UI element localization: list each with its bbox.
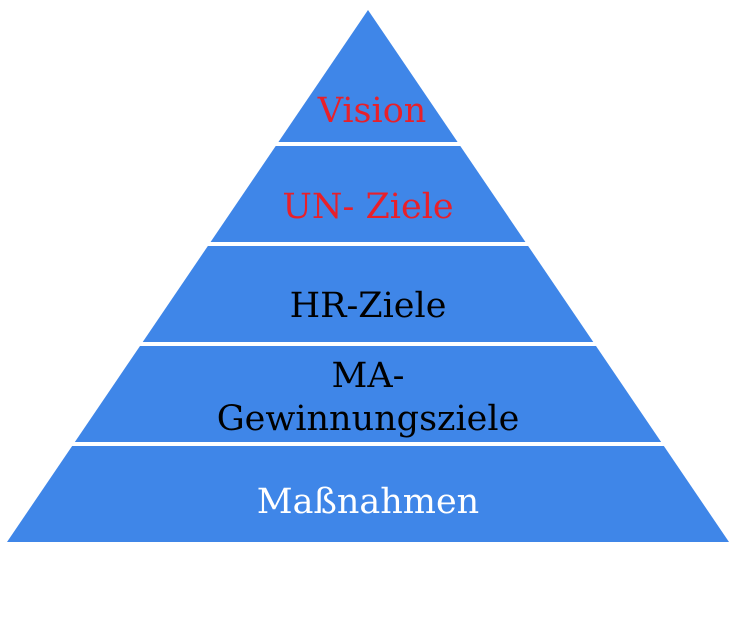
tier-vision <box>278 10 458 142</box>
pyramid-tiers <box>7 10 729 542</box>
tier-ma-gewinnungsziele <box>74 346 662 442</box>
tier-label-vision: Vision <box>317 91 427 131</box>
tier-un-ziele <box>210 146 526 242</box>
tier-label-un-ziele: UN- Ziele <box>282 187 453 227</box>
tier-label-hr-ziele: HR-Ziele <box>290 286 447 326</box>
tier-label-massnahmen: Maßnahmen <box>257 482 479 522</box>
tier-hr-ziele <box>142 246 594 342</box>
tier-label-ma-line2: Gewinnungsziele <box>217 399 520 439</box>
tier-label-ma-line1: MA- <box>332 356 405 396</box>
pyramid-labels: Vision UN- Ziele HR-Ziele MA- Gewinnungs… <box>217 91 520 522</box>
tier-massnahmen <box>7 446 729 542</box>
